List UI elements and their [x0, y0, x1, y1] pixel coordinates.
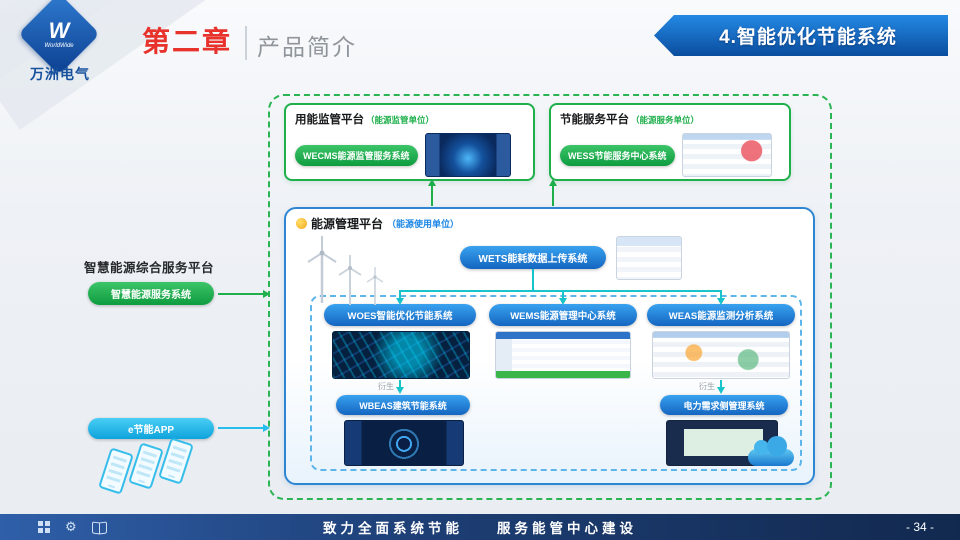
footer-slogan: 致力全面系统节能 服务能管中心建设	[323, 517, 637, 537]
connector-line	[399, 290, 722, 292]
service-platform-body: WESS节能服务中心系统	[560, 133, 780, 177]
slogan-left: 致力全面系统节能	[323, 521, 463, 536]
up-arrow-to-service	[548, 179, 557, 206]
supervision-platform-box: 用能监管平台 （能源监管单位） WECMS能源监管服务系统	[284, 103, 535, 181]
wets-screenshot	[616, 236, 682, 280]
footer-icons: ⚙	[38, 521, 107, 534]
page-number: - 34 -	[905, 520, 934, 534]
box-org-label: （能源服务单位）	[631, 115, 700, 125]
logo-w-mark: W	[48, 17, 70, 43]
connector-line	[532, 269, 534, 290]
gear-icon: ⚙	[65, 519, 77, 535]
footer-bar: ⚙ 致力全面系统节能 服务能管中心建设 - 34 -	[0, 514, 960, 540]
phone-icon	[98, 447, 134, 495]
logo-name: WorldWide	[44, 42, 74, 49]
wess-system-button[interactable]: WESS节能服务中心系统	[560, 144, 675, 166]
grid-icon	[38, 521, 50, 533]
connector-arrow-down	[716, 290, 725, 305]
phone-icon	[128, 442, 164, 490]
service-platform-title: 节能服务平台 （能源服务单位）	[560, 111, 780, 127]
cloud-icon	[748, 436, 794, 466]
weas-system-button[interactable]: WEAS能源监测分析系统	[647, 304, 795, 326]
slogan-right: 服务能管中心建设	[497, 521, 637, 536]
derive-arrow	[395, 380, 404, 394]
brand-name: 万洲电气	[30, 66, 90, 82]
wems-system-button[interactable]: WEMS能源管理中心系统	[489, 304, 637, 326]
mobile-phones-illustration	[98, 437, 214, 500]
box-title: 节能服务平台	[560, 114, 629, 126]
box-org-label: （能源使用单位）	[387, 219, 460, 229]
box-title: 能源管理平台	[311, 217, 384, 231]
box-title: 用能监管平台	[295, 114, 364, 126]
wind-turbine-icon	[338, 255, 362, 305]
connector-arrow-down	[558, 290, 567, 305]
platform-title: 智慧能源综合服务平台	[84, 261, 215, 275]
header-divider	[245, 26, 247, 60]
woes-system-button[interactable]: WOES智能优化节能系统	[324, 304, 476, 326]
wets-upload-button[interactable]: WETS能耗数据上传系统	[460, 246, 606, 269]
wecms-system-button[interactable]: WECMS能源监管服务系统	[295, 144, 418, 166]
book-icon	[92, 522, 107, 533]
wecms-screenshot	[424, 133, 511, 177]
sun-icon	[296, 218, 307, 229]
e-saving-app-button[interactable]: e节能APP	[88, 418, 214, 439]
energy-management-box: 能源管理平台 （能源使用单位） WETS能耗数据上传系统	[284, 207, 815, 485]
green-arrow-right	[218, 289, 270, 298]
service-platform-box: 节能服务平台 （能源服务单位） WESS节能服务中心系统	[549, 103, 791, 181]
derive-label: 衍生	[378, 382, 394, 391]
topic-banner: 4.智能优化节能系统	[654, 15, 948, 56]
cyan-arrow-right	[218, 423, 270, 432]
chapter-title: 第二章	[142, 26, 233, 57]
power-demand-system-button[interactable]: 电力需求侧管理系统	[660, 395, 788, 415]
section-title: 产品简介	[257, 34, 357, 60]
subsystem-group-outline	[310, 295, 802, 471]
wind-turbine-icon	[366, 267, 384, 305]
energy-management-title: 能源管理平台 （能源使用单位）	[296, 215, 459, 232]
up-arrow-to-supervision	[427, 179, 436, 206]
connector-arrow-down	[395, 290, 404, 305]
wess-screenshot	[681, 133, 772, 177]
wbeas-system-button[interactable]: WBEAS建筑节能系统	[336, 395, 470, 415]
logo-inner: W WorldWide	[30, 5, 88, 63]
box-org-label: （能源监管单位）	[366, 115, 435, 125]
derive-label: 衍生	[699, 382, 715, 391]
phone-icon	[158, 437, 194, 485]
woes-screenshot	[332, 331, 470, 379]
derive-arrow	[716, 380, 725, 394]
weas-screenshot	[652, 331, 790, 379]
wind-turbine-icon	[307, 236, 337, 303]
wbeas-screenshot	[344, 420, 464, 466]
supervision-platform-title: 用能监管平台 （能源监管单位）	[295, 111, 524, 127]
supervision-platform-body: WECMS能源监管服务系统	[295, 133, 524, 177]
smart-energy-service-button[interactable]: 智慧能源服务系统	[88, 282, 214, 305]
wems-screenshot	[495, 331, 631, 379]
